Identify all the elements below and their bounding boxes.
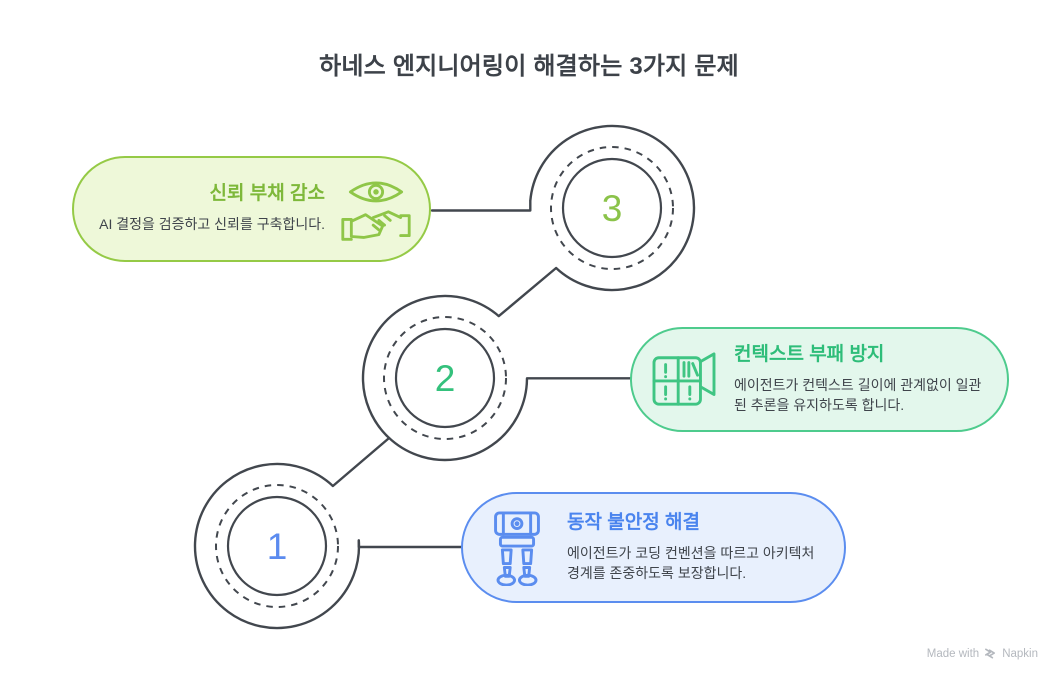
step-number-1: 1 [267, 526, 288, 567]
dashed-ring-1 [215, 484, 339, 608]
step-number-2: 2 [435, 358, 456, 399]
connector-circle2-to-pill2 [525, 377, 633, 385]
outer-ring-1 [193, 462, 361, 630]
outer-ring-2 [361, 294, 528, 462]
robot-icon [494, 510, 540, 586]
broken-archive-icon [652, 351, 716, 406]
inner-circle-3 [561, 157, 663, 259]
step-card-1-description: 에이전트가 코딩 컨벤션을 따르고 아키텍처 경계를 존중하도록 보장합니다. [567, 544, 815, 581]
step-card-3-title: 신뢰 부채 감소 [209, 183, 325, 205]
step-card-2-description: 에이전트가 컨텍스트 길이에 관계없이 일관된 추론을 유지하도록 합니다. [734, 376, 982, 413]
step-circle-1: 1 [193, 462, 361, 630]
step-card-2-text: 컨텍스트 부패 방지 에이전트가 컨텍스트 길이에 관계없이 일관된 추론을 유… [734, 344, 991, 415]
outer-ring-3 [529, 124, 696, 292]
made-with-napkin-watermark: Made with Napkin [927, 647, 1038, 660]
dashed-ring-3 [550, 146, 674, 270]
step-card-2: 컨텍스트 부패 방지 에이전트가 컨텍스트 길이에 관계없이 일관된 추론을 유… [630, 327, 1009, 432]
watermark-prefix: Made with [926, 647, 980, 660]
connector-pill3-to-circle3 [430, 199, 532, 212]
step-card-3: 신뢰 부채 감소 AI 결정을 검증하고 신뢰를 구축합니다. [72, 156, 431, 262]
eye-handshake-icon [341, 181, 411, 241]
connector-circle2-to-circle1 [331, 436, 391, 488]
dashed-ring-2 [383, 316, 507, 440]
step-circle-3: 3 [529, 124, 696, 292]
step-card-1: 동작 불안정 해결 에이전트가 코딩 컨벤션을 따르고 아키텍처 경계를 존중하… [461, 492, 846, 603]
step-number-3: 3 [602, 188, 623, 229]
step-circle-2: 2 [361, 294, 528, 462]
watermark-brand: Napkin [1002, 647, 1038, 660]
connector-circle3-to-circle2 [497, 266, 558, 318]
napkin-logo-icon [985, 648, 996, 659]
inner-circle-1 [226, 495, 328, 597]
step-card-2-title: 컨텍스트 부패 방지 [734, 343, 885, 365]
connector-circle1-to-pill1 [357, 539, 464, 549]
step-card-1-title: 동작 불안정 해결 [567, 511, 700, 533]
inner-circle-2 [394, 327, 496, 429]
page-title: 하네스 엔지니어링이 해결하는 3가지 문제 [319, 53, 739, 80]
step-card-1-text: 동작 불안정 해결 에이전트가 코딩 컨벤션을 따르고 아키텍처 경계를 존중하… [567, 512, 826, 583]
step-card-3-text: 신뢰 부채 감소 AI 결정을 검증하고 신뢰를 구축합니다. [99, 183, 325, 234]
step-card-3-description: AI 결정을 검증하고 신뢰를 구축합니다. [99, 216, 325, 233]
